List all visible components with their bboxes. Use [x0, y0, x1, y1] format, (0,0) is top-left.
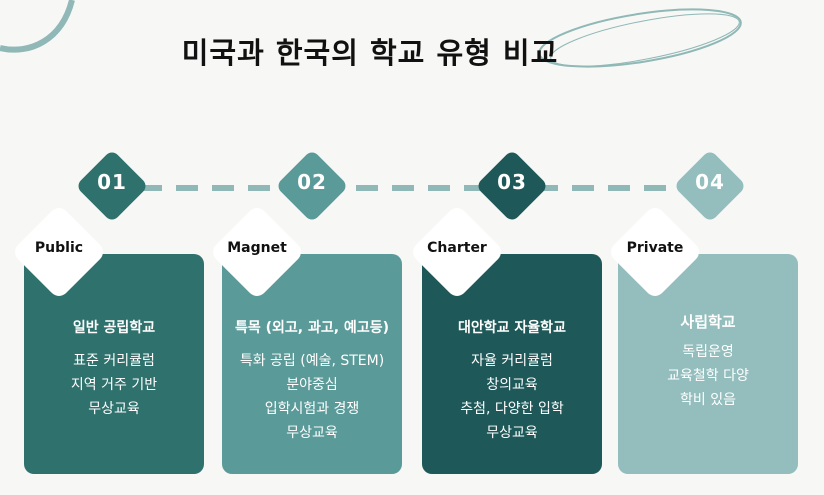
step-number: 01 — [97, 170, 127, 194]
card-line: 창의교육 — [486, 377, 538, 393]
page-title: 미국과 한국의 학교 유형 비교 — [181, 36, 559, 70]
card-heading: 특목 (외고, 과고, 예고등) — [235, 320, 389, 336]
card-line: 무상교육 — [286, 425, 338, 441]
card-line: 표준 커리큘럼 — [73, 353, 155, 369]
swoosh-ring-decoration — [538, 8, 742, 68]
card-lines: 독립운영 교육철학 다양 학비 있음 — [618, 340, 798, 412]
card-line: 무상교육 — [88, 401, 140, 417]
step-number: 04 — [695, 170, 725, 194]
type-tag-label: Charter — [427, 240, 487, 256]
card-line: 자율 커리큘럼 — [471, 353, 553, 369]
card-line: 교육철학 다양 — [667, 368, 749, 384]
card-line: 추첨, 다양한 입학 — [460, 401, 564, 417]
swoosh-ring-decoration — [550, 13, 740, 67]
card-heading: 대안학교 자율학교 — [458, 320, 566, 336]
card-line: 무상교육 — [486, 425, 538, 441]
card-line: 입학시험과 경쟁 — [264, 401, 360, 417]
card-heading: 사립학교 — [680, 313, 736, 331]
card-line: 특화 공립 (예술, STEM) — [239, 353, 385, 369]
type-tag-label: Magnet — [227, 240, 287, 256]
type-tag-label: Private — [626, 240, 684, 256]
step-number: 02 — [297, 170, 327, 194]
card-heading: 일반 공립학교 — [72, 320, 156, 336]
card-lines: 특화 공립 (예술, STEM) 분야중심 입학시험과 경쟁 무상교육 — [222, 349, 402, 445]
card-line: 지역 거주 기반 — [70, 377, 158, 393]
card-lines: 표준 커리큘럼 지역 거주 기반 무상교육 — [24, 349, 204, 421]
card-lines: 자율 커리큘럼 창의교육 추첨, 다양한 입학 무상교육 — [422, 349, 602, 445]
type-tag-label: Public — [34, 240, 84, 256]
dashed-connector — [140, 185, 720, 191]
step-number: 03 — [497, 170, 527, 194]
card-line: 독립운영 — [682, 344, 734, 360]
school-type-card: 사립학교 독립운영 교육철학 다양 학비 있음 — [618, 254, 798, 474]
corner-arc-decoration — [0, 0, 75, 53]
card-line: 학비 있음 — [680, 392, 736, 408]
decorative-swooshes — [0, 0, 742, 68]
card-line: 분야중심 — [286, 377, 338, 393]
